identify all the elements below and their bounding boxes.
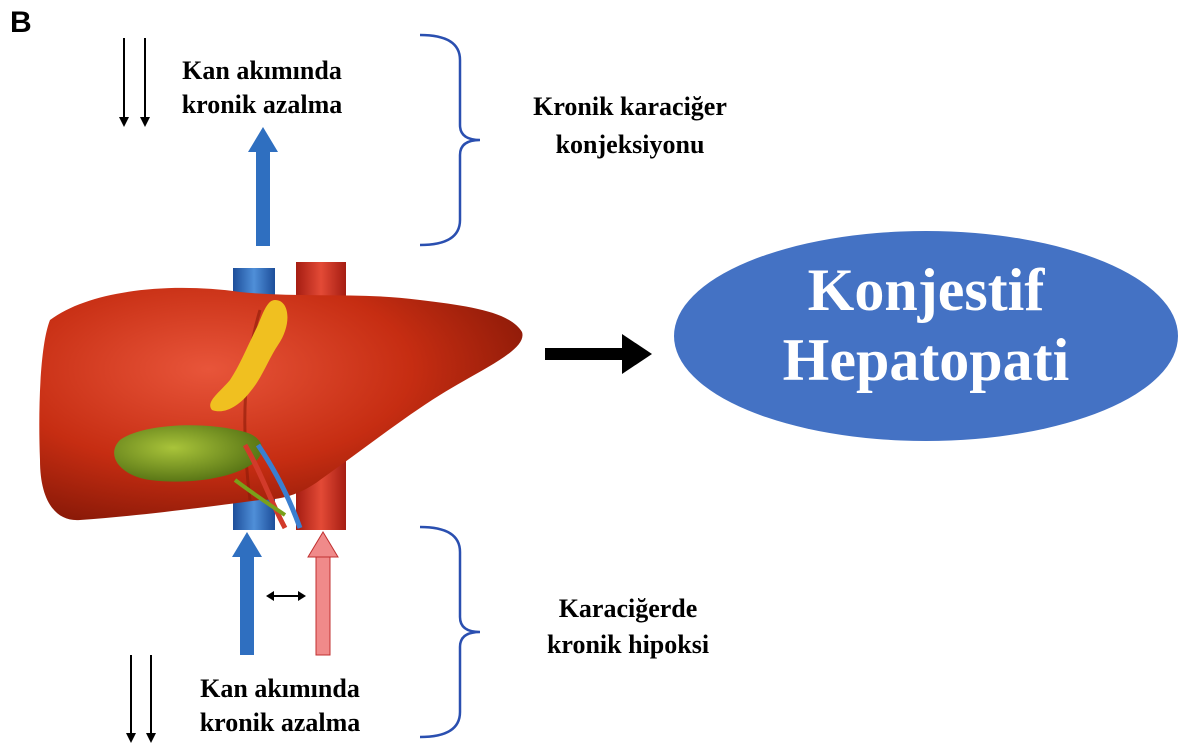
panel-label: B [10,6,32,39]
top-decrease-arrows [124,38,145,122]
bottom-bracket [420,527,480,737]
liver-illustration [39,262,522,530]
top-flow-text-line2: kronik azalma [182,90,343,119]
result-arrow-icon [545,334,652,374]
result-text-line1: Konjestif [808,257,1046,323]
bottom-artery-up-arrow [308,532,338,655]
bottom-decrease-arrows [131,655,151,738]
bottom-vein-up-arrow [232,532,262,655]
bottom-bracket-text-line2: kronik hipoksi [547,630,709,659]
bottom-bracket-text-line1: Karaciğerde [559,594,698,623]
bottom-flow-text-line2: kronik azalma [200,708,361,737]
top-bracket-text-line1: Kronik karaciğer [533,92,727,121]
top-flow-text-line1: Kan akımında [182,56,342,85]
top-bracket-text-line2: konjeksiyonu [556,130,705,159]
result-text-line2: Hepatopati [783,327,1070,393]
top-vein-up-arrow [248,127,278,246]
double-arrow-icon [266,591,306,601]
bottom-flow-text-line1: Kan akımında [200,674,360,703]
top-bracket [420,35,480,245]
